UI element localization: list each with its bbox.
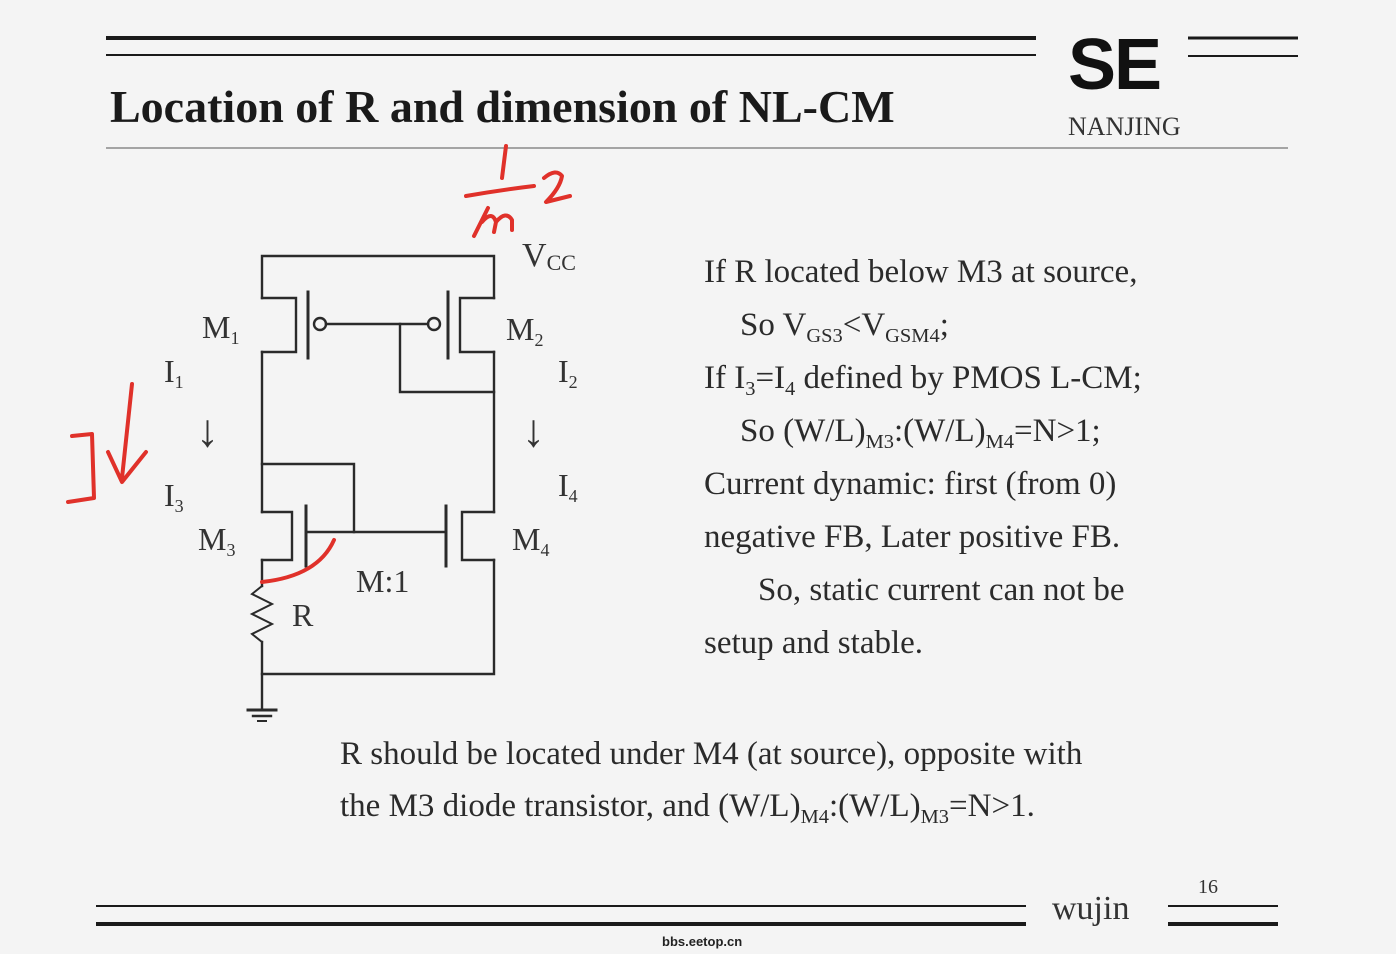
- i1-label: I: [164, 353, 175, 389]
- ink-bracket: [66, 432, 96, 504]
- i4-label-sub: 4: [569, 486, 578, 506]
- svg-text:I2: I2: [558, 353, 578, 392]
- se-logo: SE: [1068, 25, 1162, 105]
- resistor-symbol: [249, 584, 275, 644]
- page-title: Location of R and dimension of NL-CM: [110, 81, 895, 132]
- pmos-m1-symbol: [260, 290, 328, 360]
- page-number: 16: [1198, 876, 1218, 898]
- circuit-diagram: VCC M1 M2 I1 I2 ↓ ↓ I3 I4 M3 M4 M:1 R: [66, 144, 578, 722]
- resistor-label: R: [292, 597, 314, 633]
- i1-label-sub: 1: [175, 372, 184, 392]
- i2-arrow: ↓: [522, 405, 545, 456]
- vcc-rail: [260, 254, 496, 300]
- explanation-line-5: Current dynamic: first (from 0): [704, 466, 1117, 502]
- explanation-line-4: So (W/L)M3:(W/L)M4=N>1;: [740, 413, 1101, 454]
- i4-label: I: [558, 467, 569, 503]
- pmos-m2-symbol: [426, 290, 496, 360]
- svg-text:M1: M1: [202, 309, 239, 348]
- explanation-line-1: If R located below M3 at source,: [704, 254, 1138, 290]
- explanation-line-6: negative FB, Later positive FB.: [704, 519, 1121, 555]
- m3-label-sub: 3: [226, 540, 235, 560]
- svg-text:M3: M3: [198, 521, 235, 560]
- footer-author: wujin: [1052, 890, 1130, 927]
- nmos-m4-symbol: [444, 504, 496, 568]
- i2-label: I: [558, 353, 569, 389]
- i2-label-sub: 2: [569, 372, 578, 392]
- m3-diode-wire: [260, 462, 356, 534]
- ratio-label: M:1: [356, 563, 409, 599]
- svg-text:VCC: VCC: [522, 237, 576, 275]
- m1-label-sub: 1: [230, 328, 239, 348]
- i3-label: I: [164, 477, 175, 513]
- ink-fraction-numerator: [500, 144, 508, 180]
- explanation-line-2: So VGS3<VGSM4;: [740, 307, 949, 348]
- ink-fraction-bar: [464, 184, 536, 198]
- conclusion-text: R should be located under M4 (at source)…: [340, 728, 1240, 832]
- logo-city: NANJING: [1068, 112, 1181, 141]
- svg-text:I4: I4: [558, 467, 578, 506]
- conclusion-line-2: the M3 diode transistor, and (W/L)M4:(W/…: [340, 788, 1035, 829]
- m4-label-sub: 4: [540, 540, 549, 560]
- i3-label-sub: 3: [175, 496, 184, 516]
- ink-down-arrow: [106, 382, 148, 484]
- conclusion-line-1: R should be located under M4 (at source)…: [340, 736, 1083, 772]
- m2-label: M: [506, 311, 534, 347]
- svg-text:I3: I3: [164, 477, 184, 516]
- ink-square-exponent: [542, 170, 572, 204]
- m3-label: M: [198, 521, 226, 557]
- m4-label: M: [512, 521, 540, 557]
- ground-rail: [260, 558, 496, 676]
- m1-label: M: [202, 309, 230, 345]
- ground-symbol: [246, 708, 278, 722]
- ink-m3-curve: [260, 538, 336, 584]
- svg-text:M4: M4: [512, 521, 549, 560]
- nmos-m3-symbol: [260, 504, 308, 568]
- vcc-label: V: [522, 237, 547, 274]
- explanation-line-8: setup and stable.: [704, 625, 924, 661]
- svg-text:I1: I1: [164, 353, 184, 392]
- handwritten-annotations: [66, 144, 572, 584]
- svg-text:M2: M2: [506, 311, 543, 350]
- vcc-label-sub: CC: [547, 250, 576, 275]
- i1-arrow: ↓: [196, 405, 219, 456]
- m2-label-sub: 2: [534, 330, 543, 350]
- explanation-line-3: If I3=I4 defined by PMOS L-CM;: [704, 360, 1142, 401]
- explanation-text: If R located below M3 at source, So VGS3…: [704, 246, 1204, 670]
- m2-diode-wire: [398, 322, 496, 394]
- explanation-line-7: So, static current can not be: [758, 572, 1125, 608]
- ink-m-letter: [472, 206, 514, 238]
- watermark: bbs.eetop.cn: [662, 934, 743, 949]
